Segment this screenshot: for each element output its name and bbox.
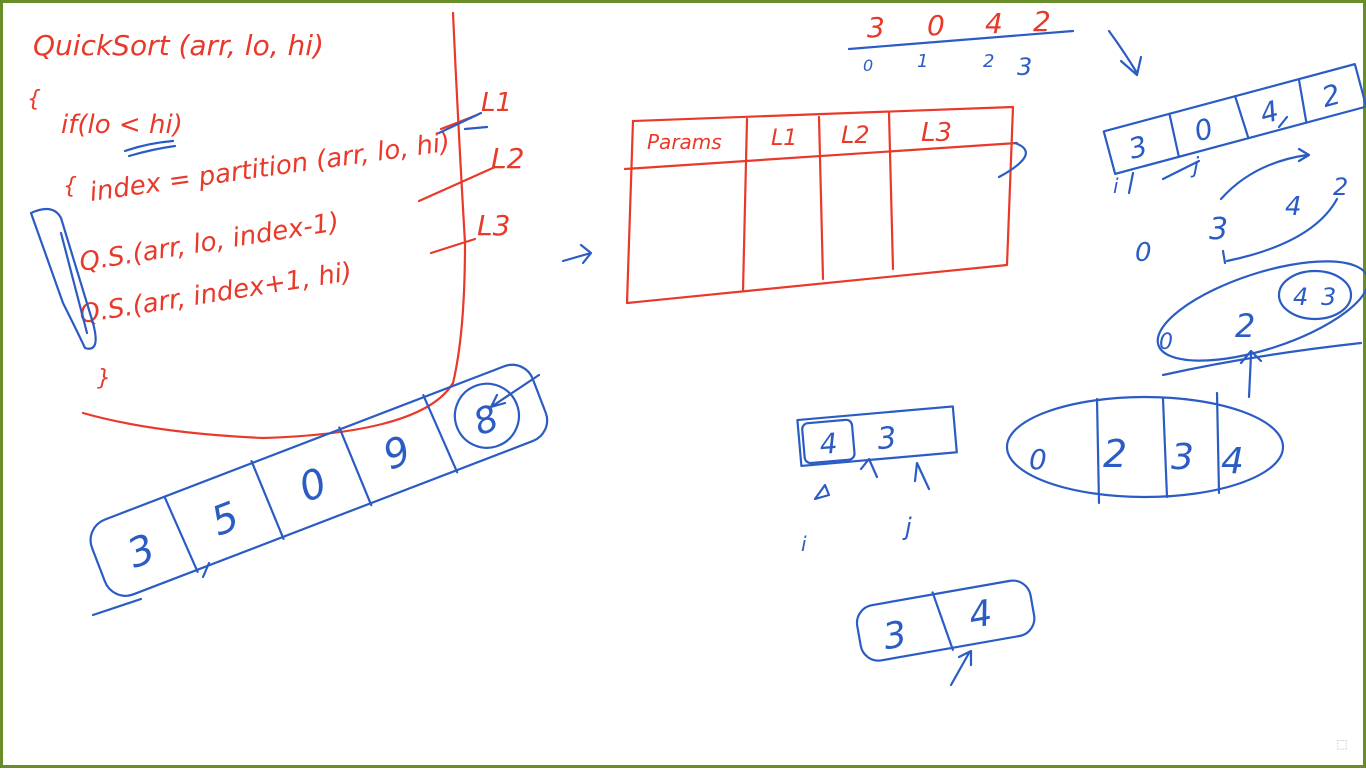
params-table: Params L1 L2 L3 (623, 105, 1027, 305)
array-cell: 2 (1318, 78, 1344, 114)
label-l1: L1 (481, 88, 512, 118)
top-array-value: 3 (867, 11, 885, 44)
pointer-label: j (902, 513, 912, 541)
loose-number: 3 (1209, 212, 1228, 247)
array-cell: 0 (1191, 112, 1217, 148)
partition-oval (1156, 260, 1366, 362)
oval-value: 3 (1321, 283, 1336, 311)
up-arrow-icon (949, 649, 973, 687)
array-frame (1102, 63, 1366, 175)
array-dividers (163, 394, 459, 573)
code-boundary (81, 11, 467, 440)
array-underline (91, 561, 211, 617)
top-array-line (847, 29, 1075, 51)
code-brace-open: { (27, 87, 41, 112)
loose-number: 4 (1285, 192, 1302, 222)
top-array-value: 4 (985, 7, 1003, 40)
tick-l3 (429, 237, 477, 255)
array-dividers (1168, 78, 1308, 158)
label-l3: L3 (477, 209, 510, 242)
subarray-circle (1277, 269, 1353, 321)
code-inner-brace: { (63, 174, 77, 199)
pointer-label: i (801, 532, 807, 556)
pointer-arrows (1127, 115, 1289, 195)
array-frame (796, 405, 958, 467)
oval-value: 0 (1029, 443, 1047, 476)
array-frame (855, 579, 1036, 662)
table-header: L1 (771, 126, 797, 151)
swap-arrow-icon (1219, 147, 1311, 201)
pointer-label: j (1190, 154, 1200, 179)
expand-corner-icon[interactable]: ⬚ (1336, 737, 1348, 751)
array-divider (931, 591, 954, 651)
oval-value: 2 (1235, 307, 1255, 345)
right-array-top: 3 0 4 2 (1102, 63, 1366, 175)
pivot-circle (453, 382, 521, 449)
loose-number: 2 (1333, 173, 1348, 201)
left-bracket-loop (29, 207, 97, 350)
pivot-arrow-icon (489, 373, 541, 409)
top-array-value: 2 (1033, 5, 1051, 38)
array-frame (89, 363, 549, 597)
arrow-right-icon (561, 243, 593, 265)
code-if-line: if(lo < hi) (61, 110, 183, 140)
code-title: QuickSort (arr, lo, hi) (33, 29, 324, 62)
underline-scribble (123, 139, 177, 158)
up-arrow-icon (1161, 341, 1363, 399)
quicksort-code: QuickSort (arr, lo, hi) { if(lo < hi) { … (27, 11, 524, 440)
oval-frame (1005, 395, 1285, 499)
highlight-box (801, 418, 856, 465)
array-cell: 4 (818, 427, 839, 461)
top-array-value: 0 (927, 9, 945, 42)
oval-value: 3 (1171, 437, 1194, 478)
array-cell: 5 (205, 493, 245, 545)
mid-small-array: 4 3 (796, 405, 958, 467)
top-array-index: 3 (1017, 53, 1032, 81)
table-header: Params (647, 130, 722, 154)
pointer-label: i (1113, 174, 1119, 198)
top-array-index: 0 (863, 56, 873, 75)
table-header: L2 (841, 121, 870, 149)
pointer-arrows (813, 457, 931, 501)
top-array-index: 1 (917, 51, 928, 72)
top-array-index: 2 (983, 51, 994, 72)
left-bracket-inner (59, 231, 89, 335)
array-cell: 3 (121, 526, 161, 578)
loose-number: 0 (1135, 238, 1152, 268)
array-cell: 9 (377, 427, 417, 479)
sorted-oval: 0 2 3 4 (1005, 391, 1285, 505)
oval-value: 2 (1103, 432, 1127, 476)
label-l2: L2 (491, 142, 524, 175)
top-array: 3 0 4 2 0 1 2 3 (847, 5, 1075, 81)
bottom-array: 3 4 (855, 579, 1036, 662)
oval-dividers (1095, 391, 1221, 505)
bottom-left-array: 3 5 0 9 8 (89, 363, 549, 597)
table-outline (625, 105, 1015, 305)
oval-value: 0 (1159, 330, 1173, 355)
oval-value: 4 (1221, 441, 1244, 482)
array-cell: 3 (876, 421, 898, 458)
array-cell: 0 (293, 460, 333, 512)
oval-value: 4 (1293, 283, 1308, 311)
array-cell: 4 (1256, 94, 1282, 130)
array-cell: 3 (1125, 129, 1151, 165)
arrow-down-icon (1107, 29, 1143, 77)
code-close-brace: } (97, 366, 111, 391)
ink-layer: QuickSort (arr, lo, hi) { if(lo < hi) { … (27, 5, 1366, 687)
table-column-lines (741, 111, 895, 293)
tick-l1-blue (437, 111, 489, 135)
table-header: L3 (921, 118, 952, 148)
curve-arrow (1221, 197, 1339, 265)
table-blue-curl (997, 141, 1027, 179)
array-cell: 4 (966, 593, 996, 637)
array-cell: 3 (880, 614, 910, 658)
tick-l2 (417, 165, 497, 203)
